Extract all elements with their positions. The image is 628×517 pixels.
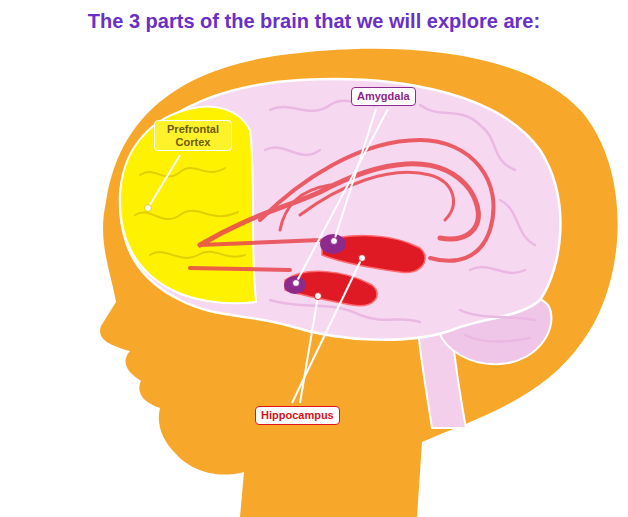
prefrontal-cortex	[120, 107, 256, 304]
leader-lines	[145, 109, 389, 403]
brain-fold	[140, 168, 225, 177]
leader-line	[334, 109, 376, 241]
fiber-tract	[200, 164, 478, 245]
brain-fold	[420, 105, 515, 170]
brain-outline	[120, 79, 560, 340]
page-title: The 3 parts of the brain that we will ex…	[0, 0, 628, 33]
brain-fold	[465, 335, 530, 342]
leader-dot	[331, 238, 338, 245]
limbic-tracts	[190, 140, 494, 270]
brain-fold	[265, 148, 320, 155]
leader-dot	[359, 255, 366, 262]
fiber-tract	[200, 240, 320, 245]
fiber-tract	[190, 268, 290, 270]
fiber-tract	[300, 172, 453, 220]
part-name: Prefrontal Cortex	[160, 123, 226, 148]
leader-dot	[315, 293, 322, 300]
leader-line	[292, 258, 362, 403]
brain-fold	[460, 310, 535, 320]
leader-line	[300, 296, 318, 403]
brain-fold	[500, 200, 535, 245]
fiber-tract	[280, 185, 330, 230]
prefrontal-folds	[135, 137, 245, 258]
head-silhouette	[100, 49, 618, 517]
brain-fold	[470, 267, 525, 273]
amygdala-shape	[320, 234, 346, 254]
part-name: Hippocampus	[261, 409, 334, 422]
leader-line	[296, 109, 388, 283]
brain-fold	[135, 211, 238, 219]
prefrontal-cortex-label: Prefrontal Cortex	[154, 120, 232, 151]
hippocampus-shape	[322, 236, 425, 273]
leader-dot	[293, 280, 300, 287]
part-name: Amygdala	[357, 90, 410, 103]
brain-folds	[265, 100, 535, 342]
brain-fold	[150, 252, 245, 258]
hippocampus-label: Hippocampus	[255, 406, 340, 425]
leader-dot	[145, 205, 152, 212]
amygdala-shape	[284, 276, 306, 294]
amygdala-label: Amygdala	[351, 87, 416, 106]
leader-line	[148, 155, 180, 208]
